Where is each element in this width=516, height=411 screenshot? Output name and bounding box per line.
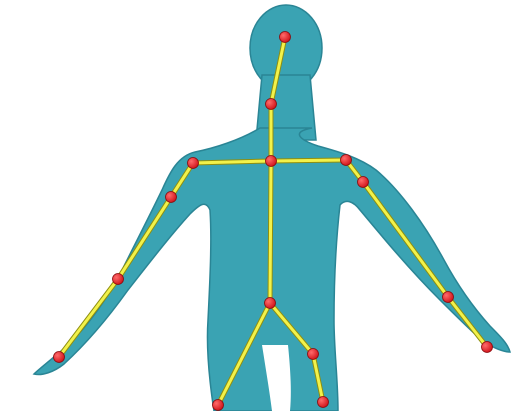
joint-right-hand xyxy=(482,342,493,353)
joint-left-foot xyxy=(213,400,224,411)
joint-left-elbow xyxy=(166,192,177,203)
joint-right-knee xyxy=(308,349,319,360)
joint-neck xyxy=(266,99,277,110)
joint-right-foot xyxy=(318,397,329,408)
joint-left-shoulder xyxy=(188,158,199,169)
joint-right-shoulder xyxy=(341,155,352,166)
joint-left-hand xyxy=(54,352,65,363)
joint-chest xyxy=(266,156,277,167)
bone-chest-pelvis xyxy=(270,161,271,303)
bone-left-forearm-left-hand xyxy=(59,279,118,357)
joint-head-top xyxy=(280,32,291,43)
bone-chest-left-shoulder xyxy=(193,161,271,163)
bone-right-upper-arm-right-forearm xyxy=(363,182,448,297)
joint-right-upper-arm xyxy=(358,177,369,188)
joint-right-forearm xyxy=(443,292,454,303)
joint-pelvis xyxy=(265,298,276,309)
bone-chest-right-shoulder xyxy=(271,160,346,161)
joint-left-forearm xyxy=(113,274,124,285)
